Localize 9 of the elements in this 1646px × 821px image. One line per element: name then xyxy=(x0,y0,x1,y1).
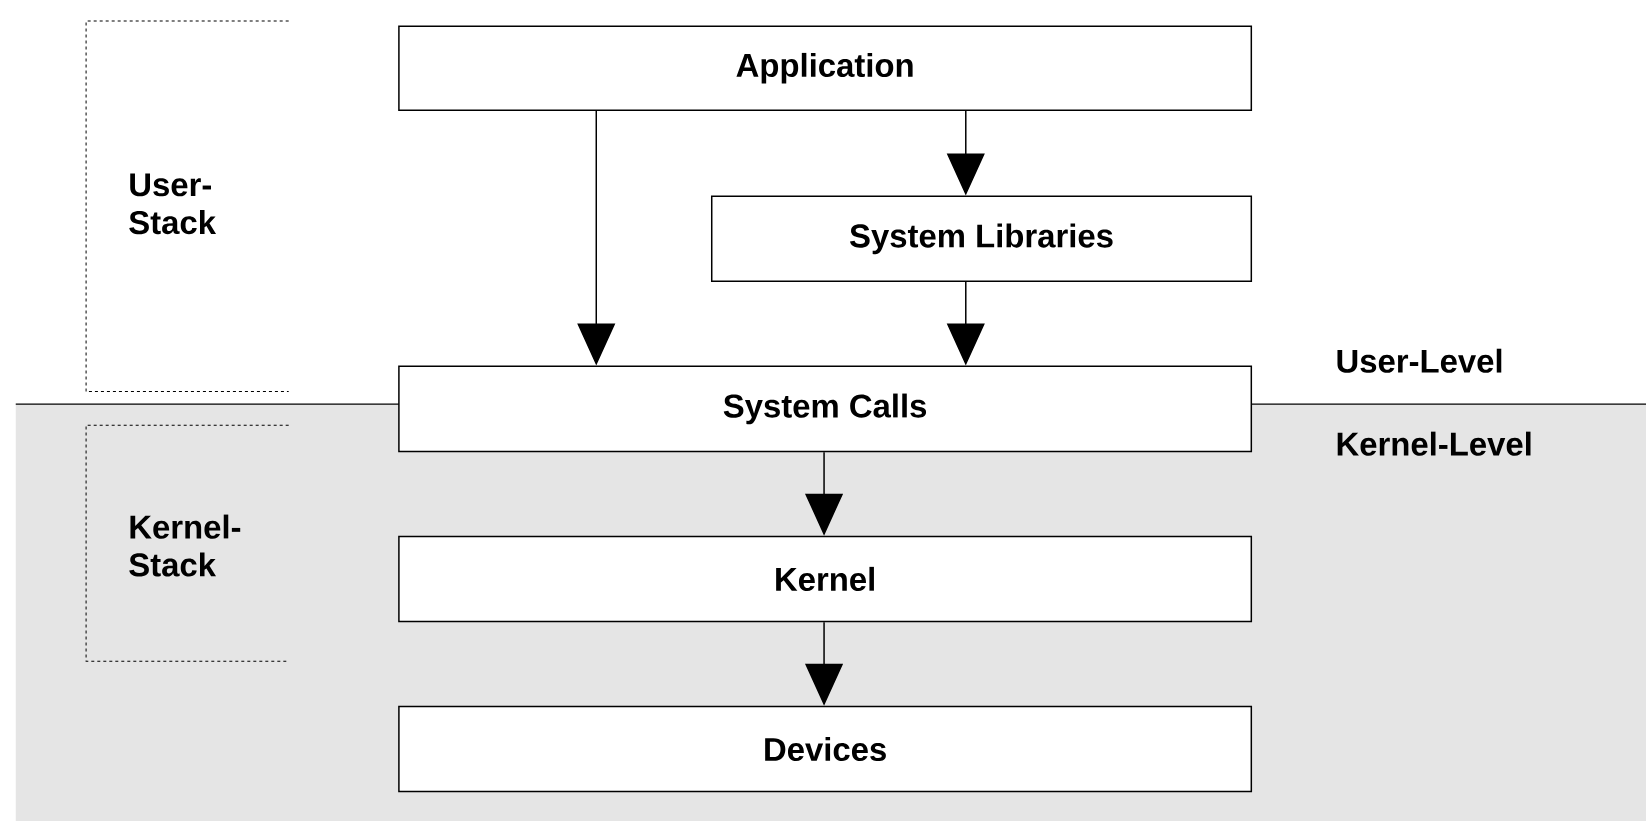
process-box: Devices xyxy=(398,705,1253,793)
stack-label: Kernel-Stack xyxy=(129,514,241,577)
process-box: System Libraries xyxy=(711,195,1253,283)
level-label: User-Level xyxy=(1337,348,1502,373)
process-box: System Calls xyxy=(398,365,1253,453)
stack-label: User-Stack xyxy=(129,173,216,235)
process-box: Kernel xyxy=(398,535,1253,623)
level-label: Kernel-Level xyxy=(1337,431,1531,456)
process-box: Application xyxy=(398,25,1253,111)
